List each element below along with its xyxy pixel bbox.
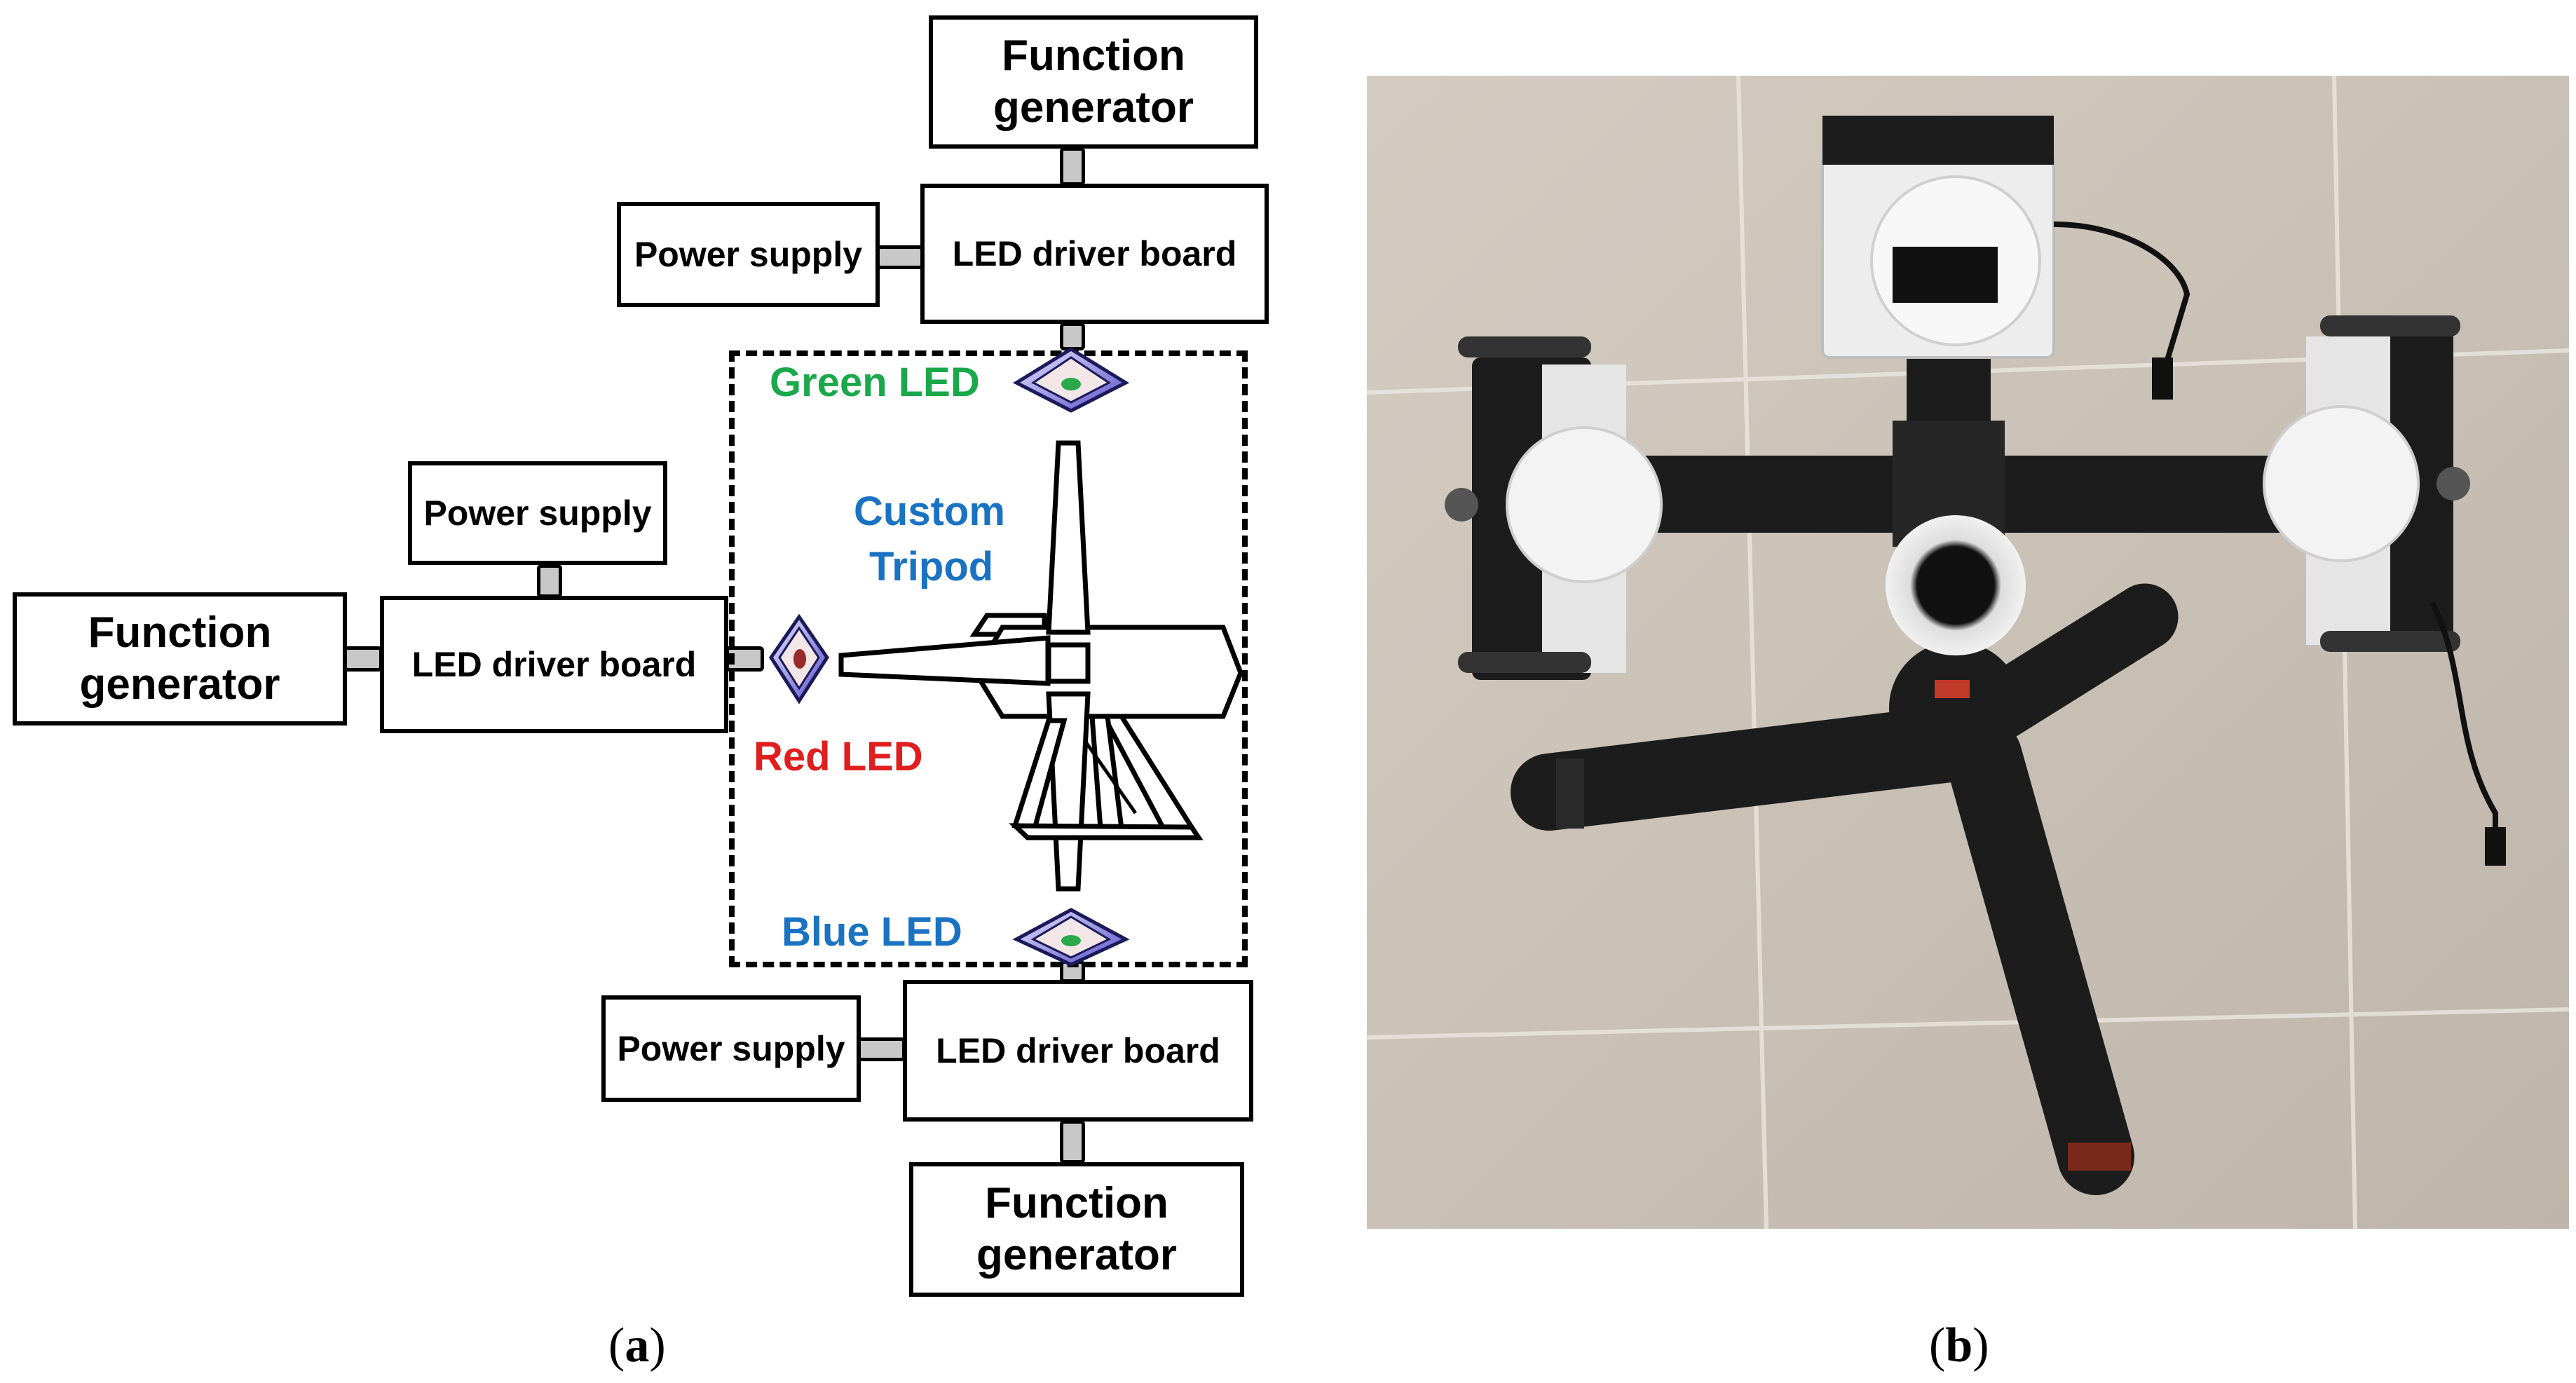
- function-generator-bottom-label: Function generator: [976, 1178, 1177, 1279]
- tripod-badge: [1935, 680, 1970, 698]
- function-generator-left: Function generator: [13, 592, 347, 725]
- tripod-label-line2: Tripod: [869, 544, 994, 590]
- leg-cap-bottom: [2068, 1143, 2131, 1171]
- red-led-label: Red LED: [754, 734, 923, 779]
- connector-fg-bottom: [1060, 1120, 1085, 1164]
- green-led-label: Green LED: [770, 360, 980, 405]
- left-led-module: [1445, 336, 1663, 680]
- power-supply-left: Power supply: [408, 461, 667, 565]
- right-led-module: [2263, 315, 2470, 652]
- right-cable-plug: [2485, 827, 2506, 866]
- leg-cap-left: [1556, 758, 1584, 829]
- tripod-enclosure: [729, 350, 1248, 967]
- function-generator-bottom: Function generator: [909, 1162, 1244, 1297]
- led-driver-board-top: LED driver board: [920, 184, 1269, 324]
- custom-tripod-drawing: [838, 440, 1243, 892]
- power-supply-bottom: Power supply: [601, 995, 861, 1102]
- blue-led-icon: [1012, 908, 1130, 967]
- power-supply-bottom-label: Power supply: [617, 1029, 845, 1068]
- caption-b-letter: b: [1945, 1319, 1973, 1372]
- top-cable-plug: [2152, 357, 2173, 400]
- power-supply-top: Power supply: [617, 202, 880, 307]
- led-driver-board-bottom-label: LED driver board: [936, 1031, 1220, 1070]
- top-led-module: [1821, 116, 2055, 359]
- function-generator-top: Function generator: [929, 15, 1258, 149]
- led-driver-board-bottom: LED driver board: [903, 980, 1253, 1122]
- power-supply-left-label: Power supply: [423, 493, 652, 533]
- power-supply-top-label: Power supply: [634, 235, 863, 274]
- right-cable: [2430, 601, 2498, 841]
- caption-b: (b): [1929, 1319, 1989, 1372]
- connector-fg-top: [1060, 147, 1085, 186]
- top-cable: [2053, 222, 2190, 366]
- function-generator-left-label: Function generator: [79, 608, 280, 709]
- function-generator-top-label: Function generator: [993, 31, 1194, 132]
- blue-led-label: Blue LED: [782, 909, 962, 955]
- led-driver-board-left: LED driver board: [380, 596, 728, 733]
- caption-a-letter: a: [625, 1319, 650, 1372]
- tripod-label-line1: Custom: [854, 489, 1005, 534]
- red-led-icon: [768, 613, 830, 704]
- led-driver-board-left-label: LED driver board: [411, 645, 697, 684]
- tripod-head: [1889, 641, 2022, 775]
- green-led-icon: [1012, 347, 1130, 413]
- led-driver-board-top-label: LED driver board: [952, 234, 1237, 273]
- caption-a: (a): [608, 1319, 666, 1372]
- center-ring: [1886, 515, 2026, 655]
